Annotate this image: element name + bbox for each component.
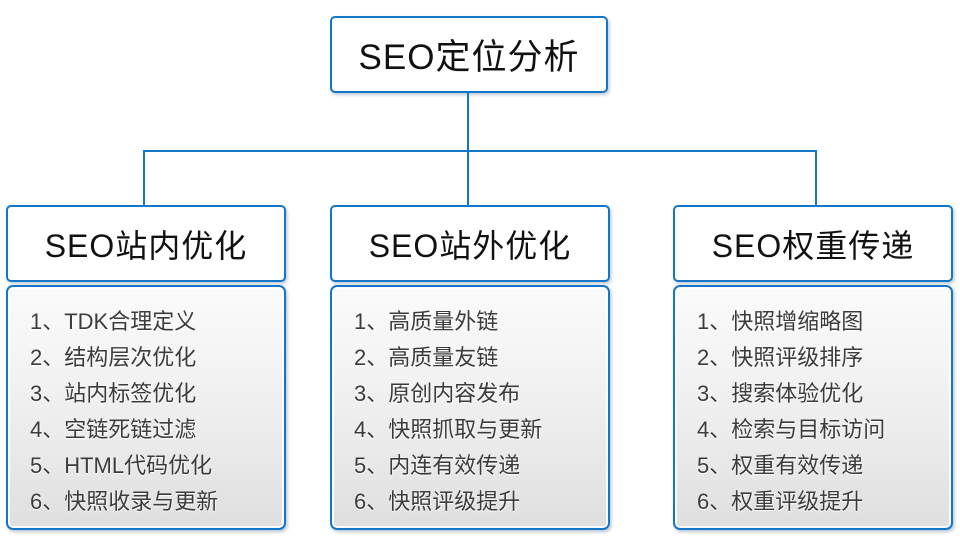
column-header-offsite: SEO站外优化 <box>330 205 610 282</box>
connector-right-stub <box>815 150 817 205</box>
column-header-onsite-label: SEO站内优化 <box>44 227 248 264</box>
connector-horizontal <box>143 150 817 152</box>
list-item: 3、原创内容发布 <box>354 381 521 406</box>
item-list: 1、高质量外链 2、高质量友链 3、原创内容发布 4、快照抓取与更新 5、内连有… <box>354 304 598 520</box>
list-item: 6、快照收录与更新 <box>30 489 219 514</box>
list-item: 1、快照增缩略图 <box>697 309 864 334</box>
list-item: 2、结构层次优化 <box>30 345 197 370</box>
column-list-onsite: 1、TDK合理定义 2、结构层次优化 3、站内标签优化 4、空链死链过滤 5、H… <box>6 285 286 530</box>
connector-root-vertical <box>467 93 469 151</box>
list-item: 2、高质量友链 <box>354 345 499 370</box>
list-item: 1、高质量外链 <box>354 309 499 334</box>
root-node: SEO定位分析 <box>330 16 608 93</box>
item-list: 1、快照增缩略图 2、快照评级排序 3、搜索体验优化 4、检索与目标访问 5、权… <box>697 304 941 520</box>
connector-middle-stub <box>467 150 469 205</box>
list-item: 3、站内标签优化 <box>30 381 197 406</box>
column-list-offsite: 1、高质量外链 2、高质量友链 3、原创内容发布 4、快照抓取与更新 5、内连有… <box>330 285 610 530</box>
list-item: 6、权重评级提升 <box>697 489 864 514</box>
item-list: 1、TDK合理定义 2、结构层次优化 3、站内标签优化 4、空链死链过滤 5、H… <box>30 304 274 520</box>
column-header-offsite-label: SEO站外优化 <box>368 227 572 264</box>
list-item: 4、快照抓取与更新 <box>354 417 543 442</box>
list-item: 5、权重有效传递 <box>697 453 864 478</box>
column-header-weight-label: SEO权重传递 <box>711 227 915 264</box>
list-item: 5、内连有效传递 <box>354 453 521 478</box>
list-item: 6、快照评级提升 <box>354 489 521 514</box>
list-item: 2、快照评级排序 <box>697 345 864 370</box>
root-node-label: SEO定位分析 <box>358 38 580 77</box>
list-item: 5、HTML代码优化 <box>30 453 213 478</box>
connector-left-stub <box>143 150 145 205</box>
list-item: 4、空链死链过滤 <box>30 417 197 442</box>
column-header-onsite: SEO站内优化 <box>6 205 286 282</box>
list-item: 1、TDK合理定义 <box>30 309 197 334</box>
column-list-weight: 1、快照增缩略图 2、快照评级排序 3、搜索体验优化 4、检索与目标访问 5、权… <box>673 285 953 530</box>
list-item: 3、搜索体验优化 <box>697 381 864 406</box>
list-item: 4、检索与目标访问 <box>697 417 886 442</box>
column-header-weight: SEO权重传递 <box>673 205 953 282</box>
